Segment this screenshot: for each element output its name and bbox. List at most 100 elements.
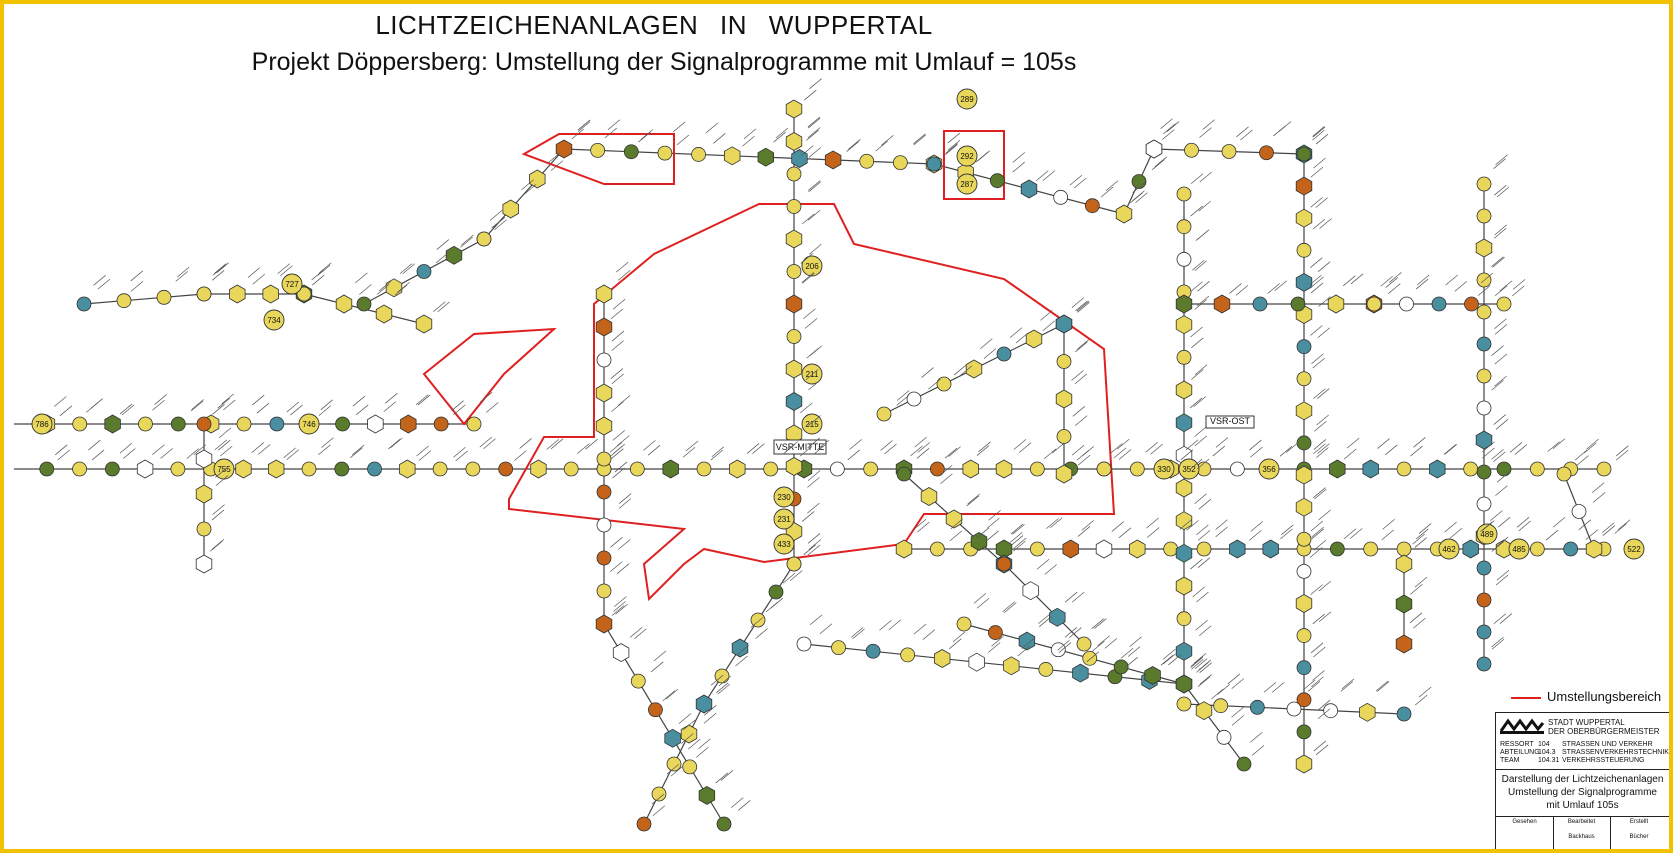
signal-node — [590, 142, 606, 158]
vsr-mitte-label: VSR-MITTE — [773, 439, 827, 455]
signal-node — [596, 484, 612, 500]
signal-node — [1296, 628, 1312, 643]
vsr-ost-label: VSR-OST — [1205, 415, 1255, 429]
signal-node — [1175, 315, 1193, 335]
signal-node-numbered: 786 — [31, 413, 53, 435]
signal-node — [1475, 238, 1493, 258]
signal-node — [1395, 594, 1413, 614]
signal-node — [1216, 729, 1232, 745]
signal-node — [1295, 594, 1313, 613]
title-block-office: DER OBERBÜRGERMEISTER — [1548, 727, 1660, 736]
node-number: 746 — [302, 420, 316, 429]
signal-node — [1175, 380, 1193, 400]
signal-node — [1359, 702, 1376, 722]
signal-node — [630, 673, 646, 689]
signal-node — [1229, 461, 1245, 477]
signal-node — [116, 293, 132, 309]
signal-node-numbered: 489 — [1476, 523, 1498, 545]
signal-node — [729, 459, 746, 479]
signal-node — [786, 199, 802, 214]
signal-node — [1563, 541, 1579, 557]
signal-node — [595, 383, 613, 403]
signal-node-numbered: 356 — [1258, 458, 1280, 480]
signal-node — [1113, 659, 1129, 675]
node-number: 727 — [285, 280, 299, 289]
signal-node — [936, 376, 952, 392]
signal-node — [1463, 461, 1479, 477]
signal-node — [1175, 543, 1193, 563]
signal-node — [1175, 413, 1193, 433]
signal-node — [876, 406, 892, 422]
signoff-cell: Erstellt Bücher — [1629, 819, 1649, 840]
signal-node — [229, 284, 246, 304]
signal-node — [1296, 563, 1312, 579]
signal-node — [595, 614, 613, 634]
signal-node — [1296, 339, 1312, 355]
signal-node — [498, 461, 514, 477]
signal-node — [1163, 541, 1179, 557]
signal-node — [896, 466, 912, 482]
title-block-city: STADT WUPPERTAL — [1548, 718, 1625, 727]
signal-node — [724, 146, 741, 166]
signal-node — [786, 329, 802, 344]
signal-node — [1096, 461, 1112, 477]
signal-node — [296, 286, 312, 302]
signal-node — [136, 459, 154, 479]
signal-node — [1082, 650, 1098, 666]
signal-node — [1476, 368, 1492, 384]
signal-node — [416, 264, 432, 279]
node-number: 734 — [267, 316, 281, 325]
signal-node — [1295, 208, 1313, 228]
signal-node — [1556, 466, 1572, 482]
signal-node — [1176, 611, 1192, 627]
signal-node — [1022, 581, 1039, 601]
node-number: 215 — [805, 420, 819, 429]
svg-text:VSR-MITTE: VSR-MITTE — [776, 442, 825, 452]
signal-node — [900, 647, 916, 663]
signal-node — [1476, 336, 1492, 352]
signal-node — [829, 461, 845, 477]
signal-node — [796, 636, 812, 652]
signal-node-numbered: 206 — [801, 255, 823, 277]
signal-node — [400, 414, 417, 434]
node-number: 206 — [805, 262, 819, 271]
signal-node — [1296, 531, 1312, 547]
signal-node — [1144, 665, 1161, 685]
signal-node — [695, 694, 713, 714]
signal-node — [1262, 539, 1279, 559]
signal-node-numbered: 289 — [956, 88, 978, 110]
signal-node — [170, 461, 186, 477]
signal-node — [39, 461, 55, 477]
signal-node — [563, 461, 579, 477]
node-number: 287 — [960, 180, 974, 189]
signal-node — [1029, 461, 1045, 477]
signal-node — [196, 416, 212, 432]
signal-node-numbered: 352 — [1178, 458, 1200, 480]
signal-node — [1399, 296, 1414, 312]
signal-node-numbered: 727 — [281, 273, 303, 295]
signal-node — [1131, 174, 1147, 189]
signal-node — [555, 139, 573, 159]
signal-node — [1213, 294, 1231, 314]
signal-node — [1055, 464, 1073, 484]
signal-node — [1129, 461, 1145, 477]
signal-node — [636, 816, 652, 832]
signal-node — [1295, 497, 1313, 517]
signal-node — [920, 487, 938, 506]
signal-node — [865, 643, 881, 659]
signal-node — [1295, 176, 1313, 196]
node-number: 485 — [1512, 545, 1526, 554]
signal-node — [1395, 634, 1413, 654]
signal-node — [1286, 701, 1302, 717]
signal-node — [1585, 539, 1603, 559]
signal-node — [1056, 354, 1072, 369]
signal-node — [1362, 459, 1379, 479]
signal-node — [1184, 142, 1199, 158]
node-number: 352 — [1182, 465, 1196, 474]
signal-node — [595, 317, 613, 337]
signal-node — [195, 484, 213, 504]
signal-node — [72, 416, 88, 432]
signal-node — [466, 416, 482, 432]
signal-node — [1296, 692, 1312, 708]
